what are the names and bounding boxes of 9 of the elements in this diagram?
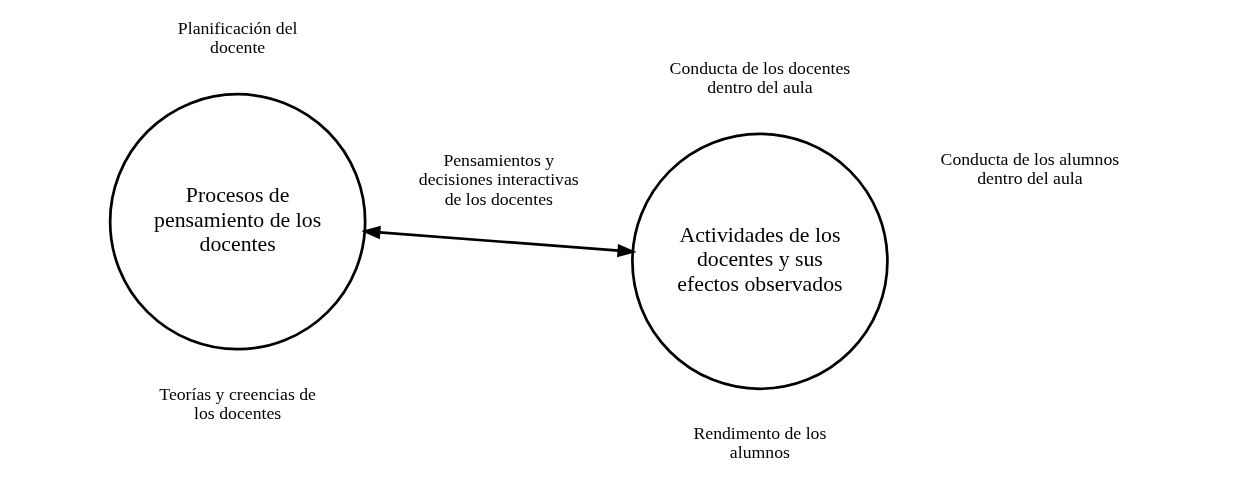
label: Conducta de los docentes dentro del aula bbox=[669, 57, 851, 97]
label: Teorías y creencias de los docentes bbox=[159, 383, 316, 423]
node-circle: Procesos de pensamiento de los docentes bbox=[108, 92, 367, 351]
label: Conducta de los alumnos dentro del aula bbox=[940, 148, 1120, 188]
label: Planificación del docente bbox=[177, 17, 298, 57]
label: Pensamientos y decisiones interactivas de los docentes bbox=[418, 149, 579, 209]
node-circle: Actividades de los docentes y sus efectos observados bbox=[631, 131, 889, 390]
label: Rendimento de los alumnos bbox=[693, 422, 827, 462]
arrow bbox=[361, 225, 637, 257]
